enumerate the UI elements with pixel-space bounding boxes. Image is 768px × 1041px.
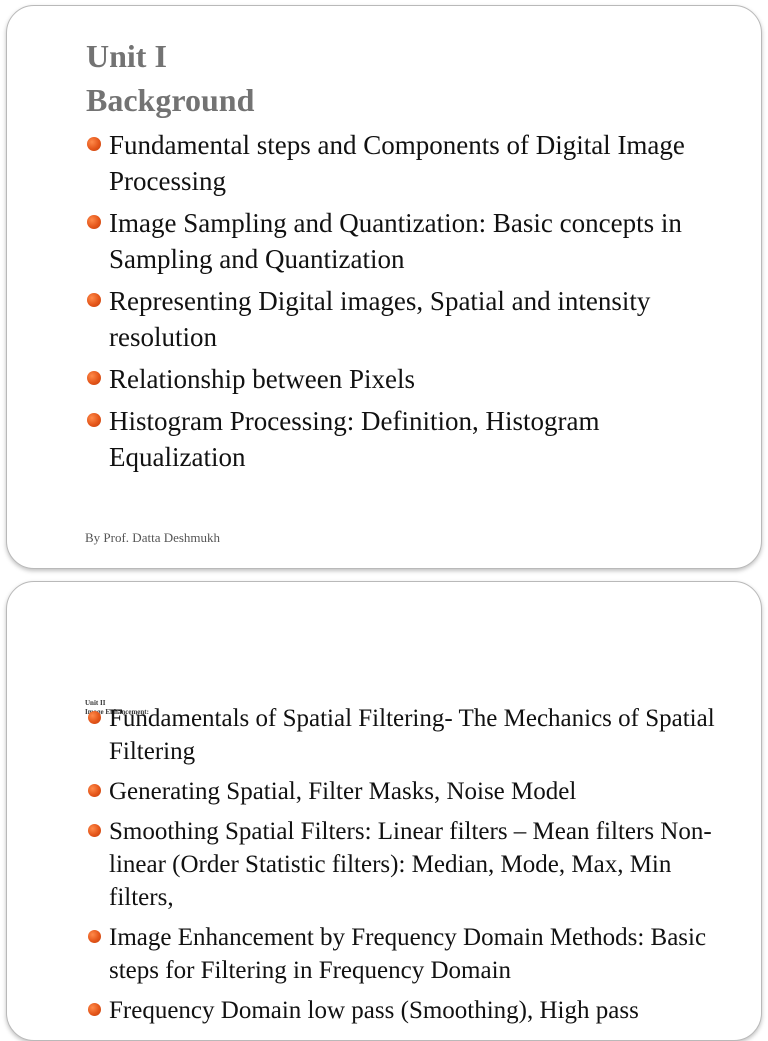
- slide-unit-2: Unit II Image Enhancement: Fundamentals …: [6, 581, 762, 1041]
- bullet-dot-icon: [87, 293, 101, 307]
- bullet-text: Relationship between Pixels: [109, 364, 415, 394]
- list-item: Image Enhancement by Frequency Domain Me…: [88, 921, 739, 987]
- list-item: Fundamental steps and Components of Digi…: [87, 127, 739, 199]
- bullet-dot-icon: [87, 371, 101, 385]
- list-item: Image Sampling and Quantization: Basic c…: [87, 205, 739, 277]
- title-line-topic: Background: [86, 82, 255, 118]
- bullet-text: Frequency Domain low pass (Smoothing), H…: [109, 997, 639, 1024]
- bullet-text: Smoothing Spatial Filters: Linear filter…: [109, 818, 712, 911]
- list-item: Fundamentals of Spatial Filtering- The M…: [88, 702, 739, 768]
- bullet-dot-icon: [88, 784, 101, 797]
- bullet-dot-icon: [88, 1003, 101, 1016]
- bullet-dot-icon: [88, 824, 101, 837]
- slide-footer: By Prof. Datta Deshmukh: [85, 530, 221, 545]
- bullet-list: Fundamental steps and Components of Digi…: [87, 127, 739, 481]
- bullet-text: Fundamentals of Spatial Filtering- The M…: [109, 705, 715, 765]
- bullet-text: Generating Spatial, Filter Masks, Noise …: [109, 778, 577, 805]
- slide-title: Unit II Image Enhancement:: [85, 699, 149, 717]
- title-line-topic: Image Enhancement:: [85, 708, 149, 716]
- bullet-text: Image Sampling and Quantization: Basic c…: [109, 208, 682, 274]
- list-item: Smoothing Spatial Filters: Linear filter…: [88, 815, 739, 914]
- bullet-dot-icon: [88, 711, 101, 724]
- list-item: Relationship between Pixels: [87, 361, 739, 397]
- bullet-text: Fundamental steps and Components of Digi…: [109, 130, 685, 196]
- list-item: Histogram Processing: Definition, Histog…: [87, 403, 739, 475]
- list-item: Representing Digital images, Spatial and…: [87, 283, 739, 355]
- list-item: Generating Spatial, Filter Masks, Noise …: [88, 775, 739, 808]
- list-item: Frequency Domain low pass (Smoothing), H…: [88, 994, 739, 1027]
- bullet-text: Image Enhancement by Frequency Domain Me…: [109, 924, 707, 984]
- bullet-dot-icon: [88, 930, 101, 943]
- bullet-text: Histogram Processing: Definition, Histog…: [109, 406, 600, 472]
- bullet-dot-icon: [87, 215, 101, 229]
- slide-title: Unit I Background: [86, 34, 254, 122]
- bullet-dot-icon: [87, 413, 101, 427]
- bullet-text: Representing Digital images, Spatial and…: [109, 286, 651, 352]
- slide-unit-1: Unit I Background Fundamental steps and …: [6, 5, 762, 569]
- title-line-unit: Unit II: [85, 699, 106, 707]
- bullet-dot-icon: [87, 137, 101, 151]
- bullet-list: Fundamentals of Spatial Filtering- The M…: [88, 702, 739, 1034]
- title-line-unit: Unit I: [86, 38, 167, 74]
